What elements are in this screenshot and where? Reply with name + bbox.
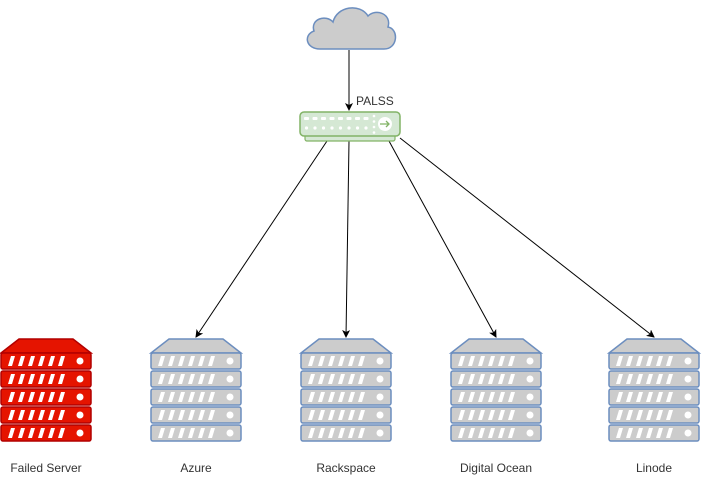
server-label: Digital Ocean [459,461,533,475]
server-led-icon [76,393,84,401]
server-led-icon [226,357,234,365]
server-azure[interactable] [148,338,244,442]
server-led-icon [684,411,692,419]
edge-balancer-to-azure [195,140,328,338]
server-led-icon [76,357,84,365]
server-led-icon [226,393,234,401]
server-led-icon [226,429,234,437]
server-led-icon [376,429,384,437]
server-led-icon [684,357,692,365]
server-led-icon [376,393,384,401]
server-led-icon [226,375,234,383]
server-digital-ocean[interactable] [448,338,544,442]
server-led-icon [684,393,692,401]
server-top [148,338,244,354]
server-top [448,338,544,354]
server-led-icon [526,411,534,419]
server-led-icon [684,429,692,437]
server-linode[interactable] [606,338,702,442]
server-label: Azure [180,461,212,475]
server-led-icon [76,411,84,419]
server-led-icon [684,375,692,383]
server-led-icon [76,375,84,383]
server-top [298,338,394,354]
server-rackspace[interactable] [298,338,394,442]
server-led-icon [526,375,534,383]
edge-balancer-to-digital-ocean [388,140,497,338]
server-led-icon [376,411,384,419]
network-switch-icon[interactable] [299,111,401,142]
server-led-icon [226,411,234,419]
server-led-icon [526,393,534,401]
edges-group [195,137,655,338]
server-led-icon [376,375,384,383]
edge-balancer-to-linode [399,137,655,338]
server-label: Failed Server [10,461,82,475]
server-led-icon [526,357,534,365]
cloud-icon[interactable] [306,7,397,50]
server-label: Linode [635,461,673,475]
server-led-icon [76,429,84,437]
server-top [0,338,94,354]
edge-balancer-to-rackspace [342,140,351,338]
server-failed-server[interactable] [0,338,94,442]
server-led-icon [376,357,384,365]
server-top [606,338,702,354]
server-led-icon [526,429,534,437]
server-label: Rackspace [316,461,376,475]
balancer-label: PALSS [356,94,394,108]
